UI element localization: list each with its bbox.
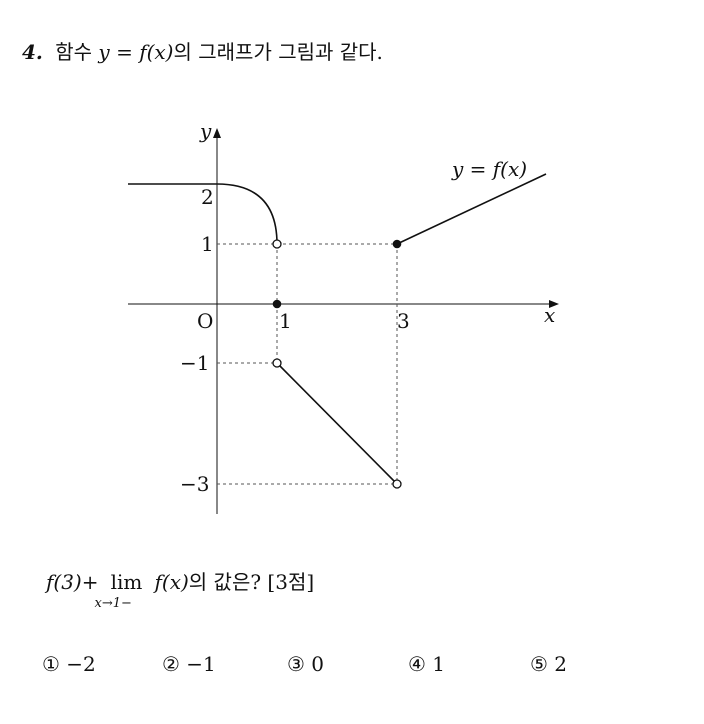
choice-4-marker: ④ [408,652,426,676]
y-axis-arrow [213,128,221,138]
lim-word: lim [110,570,143,594]
choice-1-value: −2 [66,652,96,676]
graph-segment-right [396,173,547,245]
guide-lines [217,243,398,485]
question-text-prefix: 함수 [55,40,93,64]
function-expression: y = f(x) [98,40,174,64]
open-point-1-1 [272,239,282,249]
expression-term1: f(3)+ [46,570,99,594]
x-axis-arrow [549,300,559,308]
question-text-suffix: 의 그래프가 그림과 같다. [173,40,383,64]
choice-3-marker: ③ [287,652,305,676]
graph-curve-left [128,183,278,245]
choice-1-marker: ① [42,652,60,676]
choice-2-marker: ② [162,652,180,676]
choice-1[interactable]: ① −2 [42,652,96,676]
tick-label-x1: 1 [279,309,292,333]
expression-term2: f(x) [154,570,189,594]
choice-4[interactable]: ④ 1 [408,652,445,676]
choice-2[interactable]: ② −1 [162,652,216,676]
choice-5[interactable]: ⑤ 2 [530,652,567,676]
choice-4-value: 1 [432,652,446,676]
choice-3-value: 0 [311,652,325,676]
question-heading: 4. 함수 y = f(x)의 그래프가 그림과 같다. [22,36,383,65]
choice-5-value: 2 [554,652,568,676]
choice-2-value: −1 [186,652,216,676]
question-number: 4. [22,40,43,64]
open-point-1-neg1 [272,358,282,368]
filled-point-3-1 [392,239,402,249]
curve-label: y = f(x) [451,157,527,181]
expression-suffix: 의 값은? [3점] [188,570,315,594]
lim-subscript: x→1− [94,596,132,611]
limit-operator: lim x→1− [95,570,153,611]
x-axis-label: x [544,303,555,327]
tick-label-yneg3: −3 [180,472,209,496]
choice-5-marker: ⑤ [530,652,548,676]
tick-label-y1: 1 [201,232,214,256]
choice-3[interactable]: ③ 0 [287,652,324,676]
y-axis-label: y [199,119,212,143]
tick-label-yneg1: −1 [180,351,209,375]
tick-label-x3: 3 [397,309,410,333]
filled-point-1-0 [272,299,282,309]
tick-label-y2: 2 [201,185,214,209]
graph-segment-middle [276,362,398,485]
origin-label: O [197,309,213,333]
function-graph: y x O 1 3 2 1 −1 −3 y = f(x) [128,119,559,514]
limit-expression: f(3)+ lim x→1− f(x)의 값은? [3점] [46,566,315,611]
open-point-3-neg3 [392,479,402,489]
